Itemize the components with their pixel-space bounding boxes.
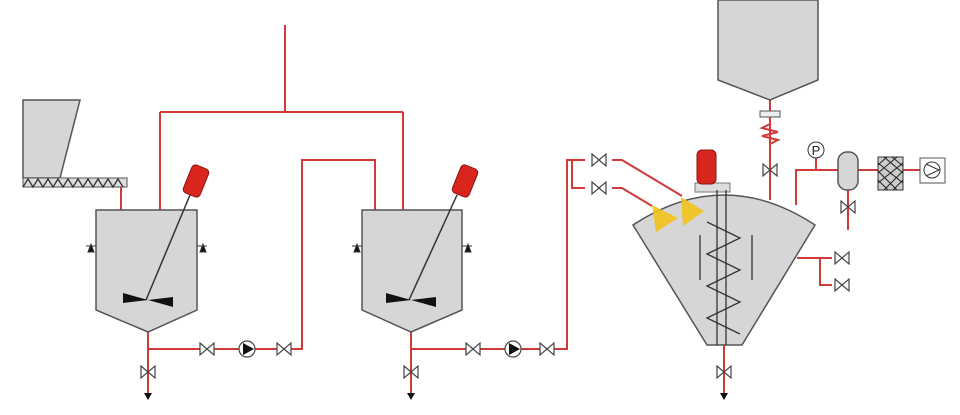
spray-nozzle-icon [681, 197, 704, 226]
filter-icon [877, 156, 904, 191]
motor-icon [451, 164, 479, 198]
vacuum-line: P [807, 141, 946, 191]
screw-conveyor [22, 177, 128, 189]
conical-dryer [631, 149, 817, 346]
mixing-tank-2 [352, 164, 479, 333]
drain-arrows [144, 393, 728, 400]
top-hopper [717, 0, 819, 145]
vacuum-pump-icon [919, 157, 946, 184]
mixing-tank-1 [86, 164, 210, 333]
motor-icon [696, 149, 717, 185]
motor-icon [182, 164, 210, 198]
separator-vessel [837, 151, 859, 191]
spray-nozzle-icon [652, 205, 678, 232]
pressure-gauge-label: P [812, 143, 821, 158]
feed-pipes [120, 25, 920, 395]
solids-hopper [22, 99, 81, 179]
pressure-gauge [807, 141, 825, 159]
